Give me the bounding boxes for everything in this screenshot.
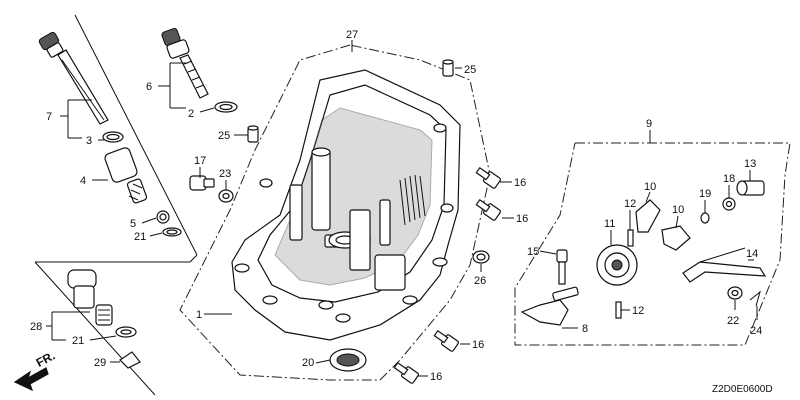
callout-1: 1 — [196, 309, 202, 321]
callout-10-a: 10 — [644, 181, 656, 193]
callout-2: 2 — [188, 108, 194, 120]
callout-25-mid: 25 — [218, 130, 230, 142]
dowel-pins — [247, 59, 454, 143]
callout-4: 4 — [80, 175, 86, 187]
callout-16-b: 16 — [516, 213, 528, 225]
callout-12-b: 12 — [632, 305, 644, 317]
callout-26: 26 — [474, 275, 486, 287]
callout-8: 8 — [582, 323, 588, 335]
callout-13: 13 — [744, 158, 756, 170]
callout-12-a: 12 — [624, 198, 636, 210]
callout-5: 5 — [130, 218, 136, 230]
callout-6: 6 — [146, 81, 152, 93]
callout-29: 29 — [94, 357, 106, 369]
diagram-code: Z2D0E0600D — [712, 384, 773, 395]
callout-7: 7 — [46, 111, 52, 123]
callout-20: 20 — [302, 357, 314, 369]
governor-group-outline — [514, 142, 791, 346]
callout-16-a: 16 — [514, 177, 526, 189]
dipstick-assembly — [38, 31, 182, 237]
leader-lines — [46, 40, 758, 377]
callout-23: 23 — [219, 168, 231, 180]
callout-18: 18 — [723, 173, 735, 185]
callout-21-lower: 21 — [72, 335, 84, 347]
crankcase-cover — [231, 69, 461, 341]
governor-assembly — [520, 180, 767, 326]
callout-25-top: 25 — [464, 64, 476, 76]
callout-3: 3 — [86, 135, 92, 147]
callout-27: 27 — [346, 29, 358, 41]
callout-9: 9 — [646, 118, 652, 130]
callout-17: 17 — [194, 155, 206, 167]
front-direction-arrow — [13, 367, 49, 392]
left-inset-border — [34, 14, 198, 396]
callout-24: 24 — [750, 325, 762, 337]
callout-11: 11 — [604, 218, 615, 230]
callout-10-b: 10 — [672, 204, 684, 216]
callout-19: 19 — [699, 188, 711, 200]
callout-14: 14 — [746, 248, 758, 260]
oil-filler-cap — [161, 28, 238, 113]
oil-filler-neck — [67, 269, 141, 369]
drain-bolt-and-washers — [189, 175, 490, 372]
crankcase-group-outline — [179, 44, 491, 381]
callout-16-c: 16 — [472, 339, 484, 351]
flange-bolts — [393, 166, 501, 384]
direction-label: FR. — [34, 348, 58, 369]
callout-28: 28 — [30, 321, 42, 333]
callout-15: 15 — [527, 246, 539, 258]
callout-22: 22 — [727, 315, 739, 327]
callout-21-upper: 21 — [134, 231, 146, 243]
callout-16-d: 16 — [430, 371, 442, 383]
